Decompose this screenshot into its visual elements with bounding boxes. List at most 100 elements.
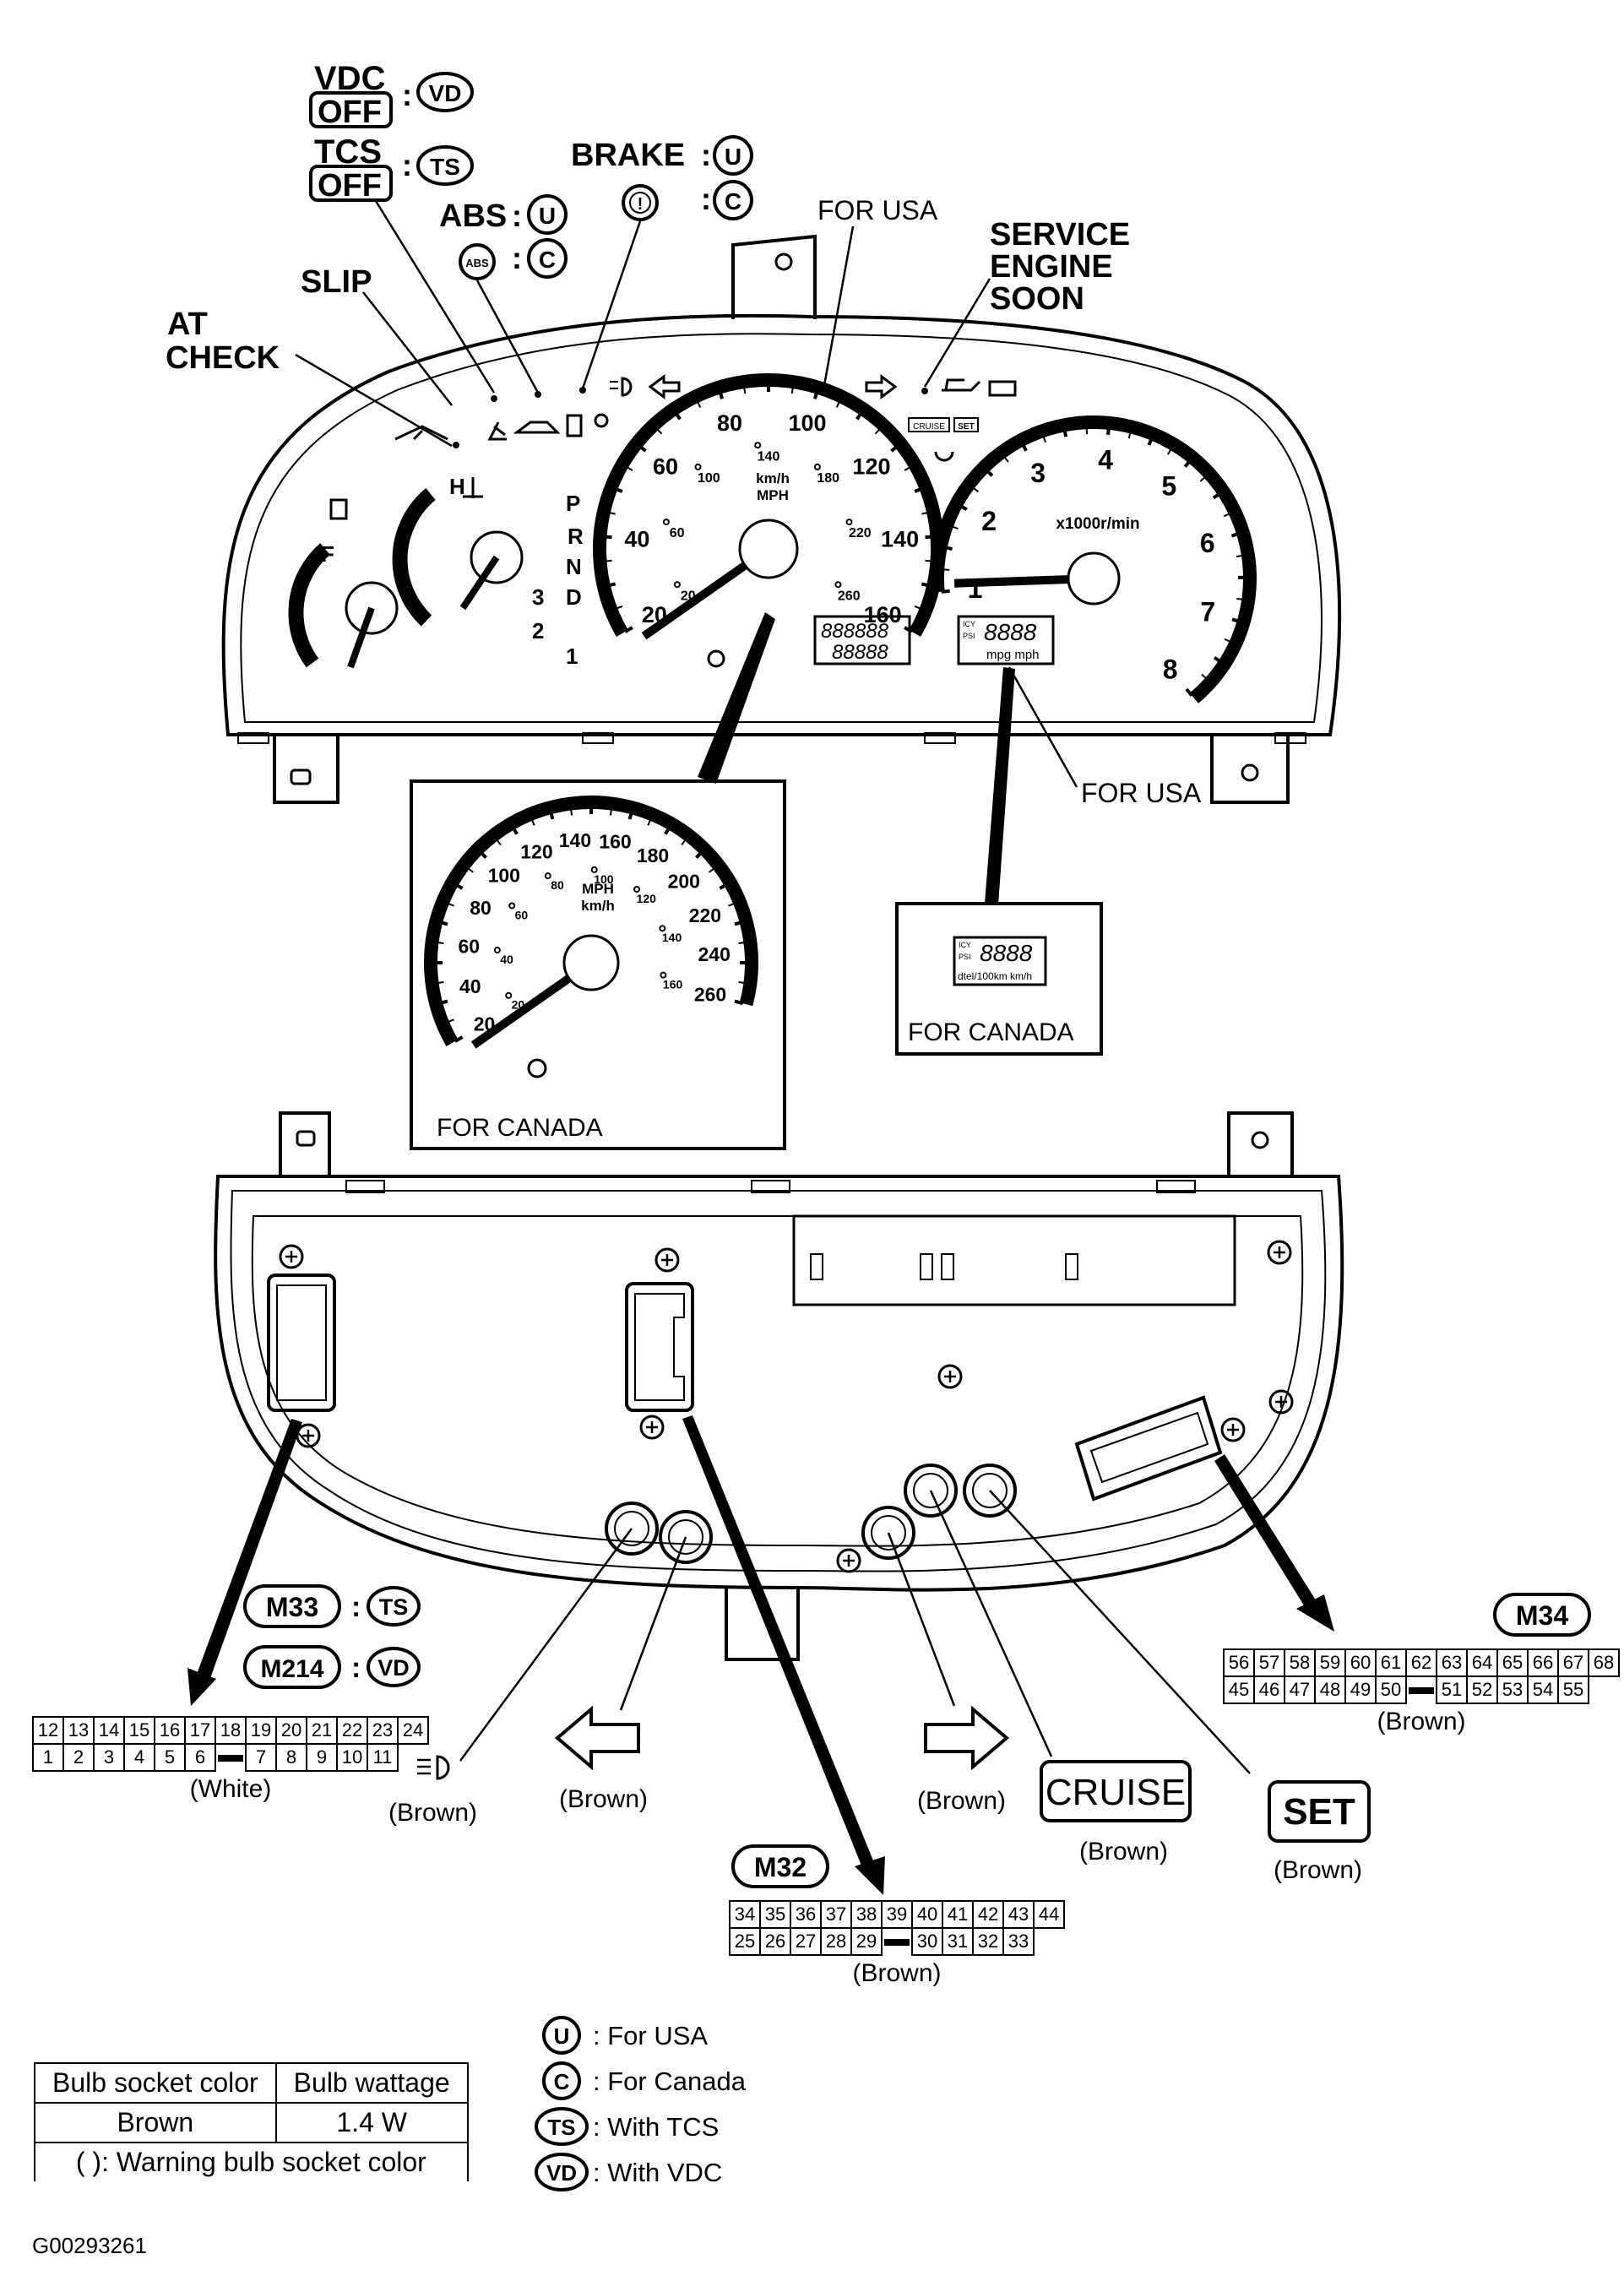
temperature-gauge: H xyxy=(392,474,524,627)
tire-pressure-icon xyxy=(934,451,954,462)
for-usa-speedo-label: FOR USA xyxy=(817,195,938,225)
figure-id: G00293261 xyxy=(32,2233,147,2258)
m34-color: (Brown) xyxy=(1377,1708,1466,1735)
headlamp-bulb: (Brown) xyxy=(388,1755,477,1827)
pin-cell: 62 xyxy=(1405,1648,1437,1677)
m34-badge: M34 xyxy=(1493,1593,1591,1637)
left-turn-indicator-icon xyxy=(648,374,681,399)
gauge-sub-label: 180 xyxy=(817,471,839,486)
svg-text:(Brown): (Brown) xyxy=(388,1799,477,1827)
gauge-label: 2 xyxy=(981,506,997,536)
gauge-sub-label: 140 xyxy=(662,931,682,944)
pin-cell: 36 xyxy=(790,1900,822,1929)
gauge-sub-label: 160 xyxy=(663,978,683,991)
for-usa-lcd-label: FOR USA xyxy=(1081,778,1202,808)
check-label: CHECK xyxy=(166,340,280,376)
vd-badge: VD xyxy=(429,80,462,106)
pin-cell: 11 xyxy=(367,1743,399,1772)
pin-cell: 57 xyxy=(1253,1648,1285,1677)
pin-cell: 61 xyxy=(1375,1648,1407,1677)
pin-cell: 21 xyxy=(306,1716,338,1745)
svg-text::: : xyxy=(701,138,711,172)
table-cell: 1.4 W xyxy=(274,2102,469,2143)
ts-badge: TS xyxy=(430,154,460,180)
svg-text::: : xyxy=(402,78,412,112)
svg-text:CRUISE: CRUISE xyxy=(913,422,945,432)
lcd-inset-pointer xyxy=(985,667,1015,905)
m34-arrowhead xyxy=(1296,1594,1334,1632)
gauge-label: 80 xyxy=(717,410,742,436)
svg-text:8888: 8888 xyxy=(980,940,1033,966)
table-header: Bulb wattage xyxy=(274,2062,469,2104)
legend-badge: C xyxy=(554,2069,570,2094)
screw-icons xyxy=(279,1240,1294,1573)
battery-icon xyxy=(988,380,1017,397)
gauge-sub-label: 60 xyxy=(670,526,685,540)
gauge-label: 140 xyxy=(559,829,591,851)
svg-text::: : xyxy=(402,148,412,182)
gauge-sub-label: 100 xyxy=(594,872,614,886)
cluster-front xyxy=(221,234,1342,804)
pin-cell: 49 xyxy=(1344,1675,1377,1704)
for-canada-speedo-label: FOR CANADA xyxy=(437,1114,603,1142)
tcs-label: TCS xyxy=(314,133,382,171)
pin-blank xyxy=(882,1928,912,1955)
gauge-label: 180 xyxy=(637,845,669,866)
speedo-unit-kmh: km/h xyxy=(756,470,790,486)
cluster-rear xyxy=(214,1111,1344,1661)
canada-lcd-inset xyxy=(895,902,1103,1056)
pin-cell: 46 xyxy=(1253,1675,1285,1704)
tacho-unit: x1000r/min xyxy=(1056,515,1139,533)
left-arrow-icon xyxy=(554,1705,640,1771)
pin-cell: 28 xyxy=(820,1927,852,1956)
gauge-label: 160 xyxy=(599,830,631,852)
airbag-icon xyxy=(594,413,609,428)
table-note: ( ): Warning bulb socket color xyxy=(34,2142,469,2181)
pin-cell: 35 xyxy=(759,1900,791,1929)
pin-cell: 1 xyxy=(32,1743,64,1772)
gear-indicator: P R N D 3 2 1 xyxy=(532,491,584,669)
svg-text::: : xyxy=(351,1591,361,1623)
pin-cell: 7 xyxy=(245,1743,277,1772)
legend-badge: TS xyxy=(547,2115,575,2140)
pin-cell: 9 xyxy=(306,1743,338,1772)
svg-text:P: P xyxy=(566,491,580,516)
fuel-pump-icon xyxy=(329,498,348,520)
svg-text:PSI: PSI xyxy=(963,632,975,640)
pin-cell: 5 xyxy=(154,1743,186,1772)
gauge-label: 80 xyxy=(470,897,492,919)
gauge-label: 100 xyxy=(788,410,826,436)
bulb-sockets xyxy=(605,1464,1017,1564)
odometer-display: 888888 88888 xyxy=(813,615,911,665)
gauge-sub-label: 80 xyxy=(551,878,564,892)
pin-cell: 52 xyxy=(1466,1675,1498,1704)
pin-cell: 24 xyxy=(397,1716,429,1745)
svg-text:(Brown): (Brown) xyxy=(1274,1856,1362,1884)
headlamp-icon xyxy=(436,1755,450,1780)
speedo-ca-unit-kmh: km/h xyxy=(581,898,615,914)
svg-text:SET: SET xyxy=(1283,1791,1355,1833)
abs-label: ABS xyxy=(439,198,507,234)
for-canada-lcd-label: FOR CANADA xyxy=(908,1018,1074,1046)
cruise-indicator: CRUISE xyxy=(908,417,950,432)
abs-callout: ABS : U ABS : C xyxy=(439,194,568,280)
m32-color: (Brown) xyxy=(852,1959,942,1987)
pin-cell: 68 xyxy=(1588,1648,1620,1677)
svg-text:SET: SET xyxy=(958,422,974,432)
gauge-label: 4 xyxy=(1098,444,1113,475)
gauge-label: 120 xyxy=(520,841,552,863)
vdc-off-callout: VDC OFF : VD xyxy=(309,60,474,130)
gauge-label: 200 xyxy=(668,870,700,892)
needle-hub xyxy=(1067,551,1121,606)
pin-cell: 25 xyxy=(729,1927,761,1956)
pin-cell: 55 xyxy=(1557,1675,1589,1704)
pin-cell: 23 xyxy=(367,1716,399,1745)
legend-text: : With VDC xyxy=(593,2158,722,2187)
gauge-label: 7 xyxy=(1200,597,1215,627)
left-turn-bulb: (Brown) xyxy=(554,1705,648,1813)
u-badge: U xyxy=(725,144,741,170)
gauge-label: 1 xyxy=(968,573,983,604)
svg-text:ICY: ICY xyxy=(963,620,975,628)
